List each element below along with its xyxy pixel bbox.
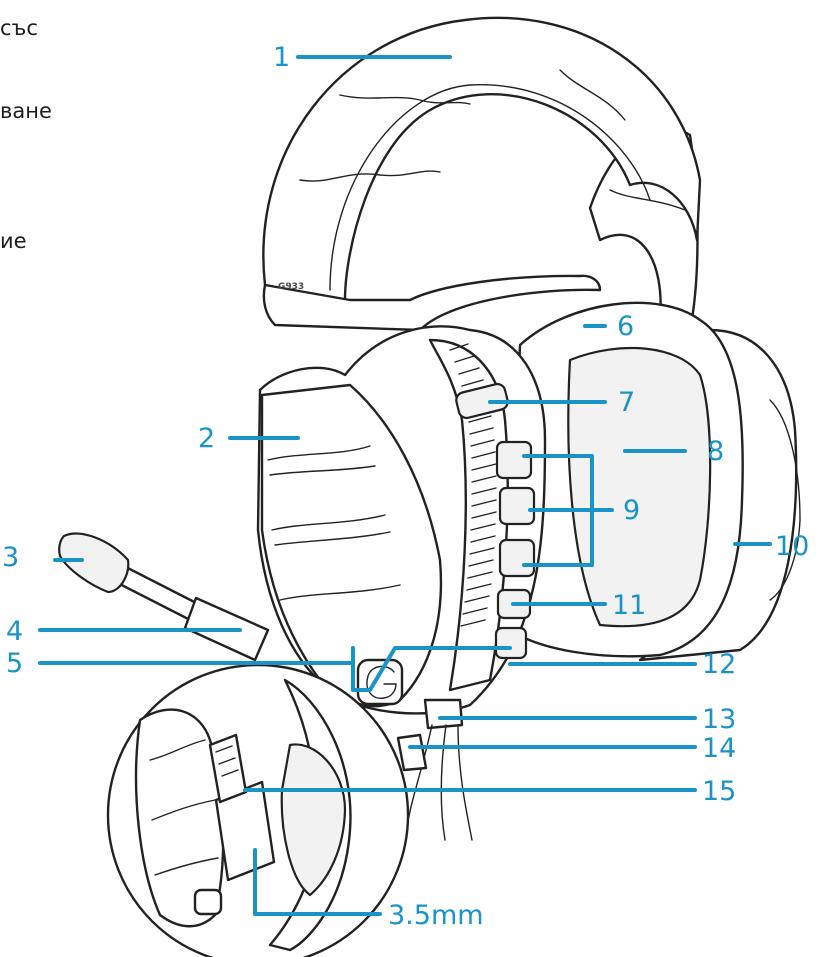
callout-4: 4 — [6, 616, 23, 647]
text-fragment-1: със — [0, 16, 38, 40]
g-logo-icon — [356, 658, 404, 706]
callout-9: 9 — [623, 495, 640, 526]
callout-2: 2 — [198, 423, 215, 454]
callout-7: 7 — [618, 387, 635, 418]
callout-12: 12 — [702, 649, 736, 680]
callout-13: 13 — [702, 704, 736, 735]
model-text: G933 — [278, 282, 304, 292]
headband: G933 — [262, 16, 702, 332]
cables — [396, 724, 473, 841]
callout-labels: 1 2 3 4 5 6 7 8 9 10 11 12 13 14 15 3.5m… — [2, 42, 809, 931]
text-fragment-2: ване — [0, 99, 52, 123]
callout-3: 3 — [2, 542, 19, 573]
callout-6: 6 — [617, 311, 634, 342]
callout-11: 11 — [612, 590, 646, 621]
callout-lines — [38, 55, 772, 916]
callout-14: 14 — [702, 733, 736, 764]
callout-3-5mm: 3.5mm — [388, 900, 484, 931]
callout-15: 15 — [702, 776, 736, 807]
microphone-boom — [58, 532, 270, 662]
inset-detail — [106, 663, 410, 957]
text-fragment-3: ие — [0, 229, 27, 253]
callout-8: 8 — [707, 436, 724, 467]
callout-10: 10 — [775, 531, 809, 562]
left-earcup — [256, 325, 547, 730]
right-earcup — [508, 301, 801, 662]
callout-5: 5 — [6, 648, 23, 679]
callout-1: 1 — [273, 42, 290, 73]
